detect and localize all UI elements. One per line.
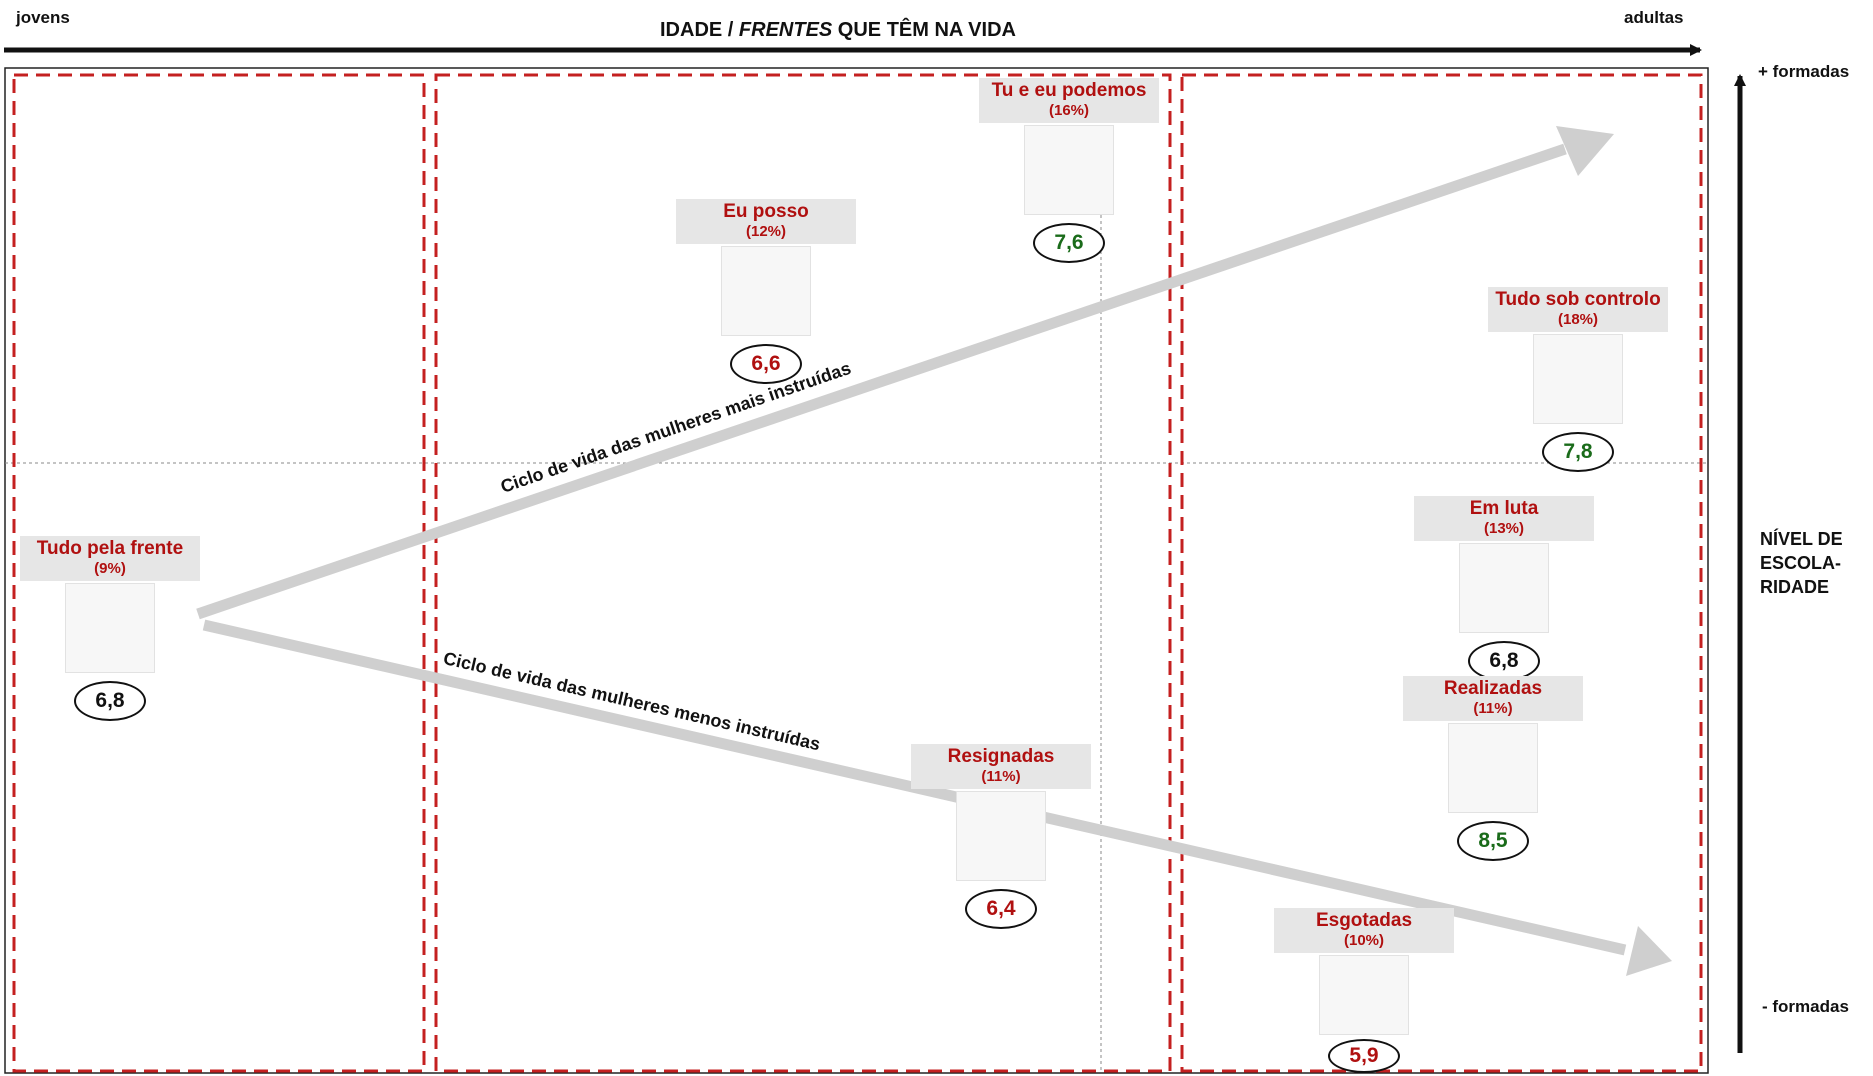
cluster-em-luta: Em luta (13%) 6,8 — [1414, 496, 1594, 681]
cluster-title-box: Em luta (13%) — [1414, 496, 1594, 541]
couple-icon — [1024, 125, 1114, 215]
cluster-title-box: Tudo pela frente (9%) — [20, 536, 200, 581]
cluster-share: (9%) — [94, 560, 126, 577]
axis-x-title-italic: FRENTES — [738, 19, 833, 41]
satisfaction-score: 7,8 — [1542, 432, 1614, 472]
woman-on-sofa-icon — [721, 246, 811, 336]
woman-shopping-icon — [65, 583, 155, 673]
cluster-name: Tu e eu podemos — [991, 80, 1147, 101]
cluster-tudo-pela-frente: Tudo pela frente (9%) 6,8 — [20, 536, 200, 721]
axis-y-title-line-1: NÍVEL DE — [1760, 529, 1843, 549]
path-more-educated-arrow — [196, 126, 1614, 620]
cluster-title-box: Eu posso (12%) — [676, 199, 856, 244]
cluster-share: (18%) — [1557, 311, 1598, 328]
cluster-name: Eu posso — [723, 201, 809, 222]
satisfaction-score: 8,5 — [1457, 821, 1529, 861]
cluster-title-box: Resignadas (11%) — [911, 744, 1091, 789]
axis-x-right-label: adultas — [1624, 8, 1684, 27]
age-group-middle — [434, 73, 1172, 1073]
cluster-name: Esgotadas — [1315, 910, 1413, 931]
axis-x-title-suffix: QUE TÊM NA VIDA — [832, 19, 1016, 41]
satisfaction-score: 6,6 — [730, 344, 802, 384]
cluster-share: (10%) — [1343, 932, 1384, 949]
axis-y-title: NÍVEL DE ESCOLA- RIDADE — [1760, 527, 1843, 599]
cluster-title-box: Tu e eu podemos (16%) — [979, 78, 1159, 123]
cluster-realizadas: Realizadas (11%) 8,5 — [1403, 676, 1583, 861]
satisfaction-score: 6,8 — [1468, 641, 1540, 681]
age-group-young — [12, 73, 426, 1073]
cluster-title-box: Esgotadas (10%) — [1274, 908, 1454, 953]
axis-y-top-label: + formadas — [1758, 62, 1850, 81]
woman-in-kitchen-icon — [956, 791, 1046, 881]
satisfaction-score: 5,9 — [1328, 1039, 1400, 1073]
axis-y-title-line-2: ESCOLA- — [1760, 553, 1841, 573]
cluster-share: (16%) — [1048, 102, 1089, 119]
cluster-tu-e-eu-podemos: Tu e eu podemos (16%) 7,6 — [979, 78, 1159, 263]
axis-x-title: IDADE / FRENTES QUE TÊM NA VIDA — [660, 19, 1016, 42]
satisfaction-score: 6,4 — [965, 889, 1037, 929]
cluster-title-box: Realizadas (11%) — [1403, 676, 1583, 721]
cluster-share: (11%) — [1473, 700, 1513, 717]
axis-x-title-prefix: IDADE / — [660, 19, 739, 41]
axis-y-title-line-3: RIDADE — [1760, 577, 1830, 597]
cluster-name: Tudo sob controlo — [1495, 289, 1661, 310]
age-group-adult — [1180, 73, 1703, 1073]
cluster-name: Realizadas — [1443, 678, 1543, 699]
cluster-share: (11%) — [981, 768, 1021, 785]
cluster-name: Em luta — [1469, 498, 1539, 519]
woman-with-shopping-cart-icon — [1319, 955, 1409, 1035]
cluster-resignadas: Resignadas (11%) 6,4 — [911, 744, 1091, 929]
cluster-eu-posso: Eu posso (12%) 6,6 — [676, 199, 856, 384]
cluster-tudo-sob-controlo: Tudo sob controlo (18%) 7,8 — [1488, 287, 1668, 472]
woman-with-kids-icon — [1459, 543, 1549, 633]
cluster-name: Tudo pela frente — [36, 538, 184, 559]
businesswoman-icon — [1533, 334, 1623, 424]
diagram-frame — [4, 67, 1709, 1074]
cluster-name: Resignadas — [947, 746, 1055, 767]
cluster-esgotadas: Esgotadas (10%) 5,9 — [1274, 908, 1454, 1073]
axis-y-bottom-label: - formadas — [1762, 997, 1849, 1016]
satisfaction-score: 6,8 — [74, 681, 146, 721]
family-table-icon — [1448, 723, 1538, 813]
cluster-title-box: Tudo sob controlo (18%) — [1488, 287, 1668, 332]
axis-x-left-label: jovens — [16, 8, 70, 27]
satisfaction-score: 7,6 — [1033, 223, 1105, 263]
cluster-share: (13%) — [1483, 520, 1524, 537]
cluster-share: (12%) — [745, 223, 786, 240]
